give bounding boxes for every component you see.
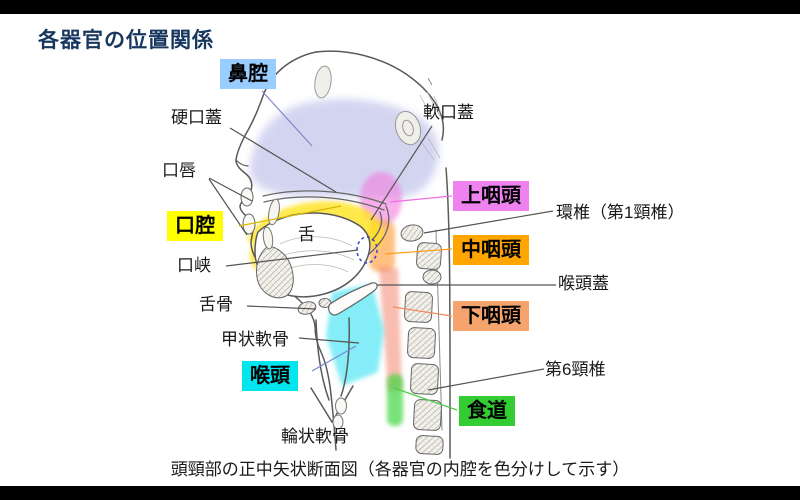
nasopharynx-region — [360, 172, 402, 226]
hypopharynx-region — [379, 266, 402, 392]
leader-atlas — [423, 210, 554, 234]
leader-hypopharynx — [392, 306, 453, 317]
larynx-region — [326, 284, 384, 386]
leader-esophagus — [393, 387, 458, 411]
label-lips: 口唇 — [162, 161, 196, 180]
label-c6: 第6頸椎 — [545, 360, 606, 379]
palate-lines — [262, 190, 390, 259]
leader-oral-cavity — [238, 205, 342, 227]
label-hard-palate: 硬口蓋 — [171, 108, 222, 127]
label-cricoid-cartilage: 輪状軟骨 — [281, 427, 349, 446]
page-title: 各器官の位置関係 — [38, 29, 214, 52]
leader-thyroid-cartilage — [298, 337, 360, 344]
figure-caption: 頭頸部の正中矢状断面図（各器官の内腔を色分けして示す） — [170, 460, 630, 479]
esophagus-region — [387, 374, 403, 426]
badge-hypopharynx: 下咽頭 — [453, 301, 529, 331]
skull-texture — [314, 65, 422, 146]
head-outline — [235, 50, 451, 459]
leader-nasopharynx — [389, 195, 453, 203]
badge-oral-cavity: 口腔 — [167, 211, 223, 241]
epiglottis-outline — [327, 282, 378, 316]
vertebrae — [400, 224, 444, 455]
leader-oropharynx — [384, 248, 453, 255]
jaw-bone — [255, 245, 294, 299]
label-epiglottis: 喉頭蓋 — [558, 274, 609, 293]
oropharynx-region — [369, 220, 395, 272]
label-thyroid-cartilage: 甲状軟骨 — [221, 330, 289, 349]
leader-nasal-cavity — [261, 90, 313, 147]
leader-lips-upper — [208, 177, 253, 202]
upper-lip — [240, 187, 254, 207]
hyoid-bone-2 — [318, 298, 332, 308]
nasal-cavity-region — [249, 99, 439, 198]
leader-fauces — [225, 249, 359, 267]
leader-larynx — [311, 345, 357, 372]
thyroid-cartilage-lines — [310, 317, 354, 423]
tongue-texture — [275, 236, 355, 273]
lower-lip — [242, 213, 256, 235]
label-hyoid: 舌骨 — [199, 295, 233, 314]
hyoid-bone — [297, 301, 317, 315]
badge-larynx: 喉頭 — [242, 361, 298, 391]
lower-tooth — [262, 226, 274, 250]
label-tongue: 舌 — [298, 225, 315, 244]
label-fauces: 口峡 — [177, 256, 211, 275]
fauces-marker — [356, 236, 378, 264]
leader-soft-palate — [370, 125, 433, 221]
badge-oropharynx: 中咽頭 — [453, 235, 529, 265]
upper-tooth — [268, 198, 280, 226]
leader-hard-palate — [229, 127, 337, 193]
leader-c6 — [427, 368, 545, 391]
letterbox-bottom — [0, 486, 800, 500]
cricoid-ring — [335, 397, 347, 415]
badge-esophagus: 食道 — [459, 396, 515, 426]
badge-nasal-cavity: 鼻腔 — [220, 59, 276, 89]
label-atlas: 環椎（第1頸椎） — [556, 203, 685, 222]
letterbox-top — [0, 0, 800, 14]
leader-hyoid — [246, 305, 317, 310]
badge-nasopharynx: 上咽頭 — [453, 181, 529, 211]
label-soft-palate: 軟口蓋 — [423, 103, 474, 122]
